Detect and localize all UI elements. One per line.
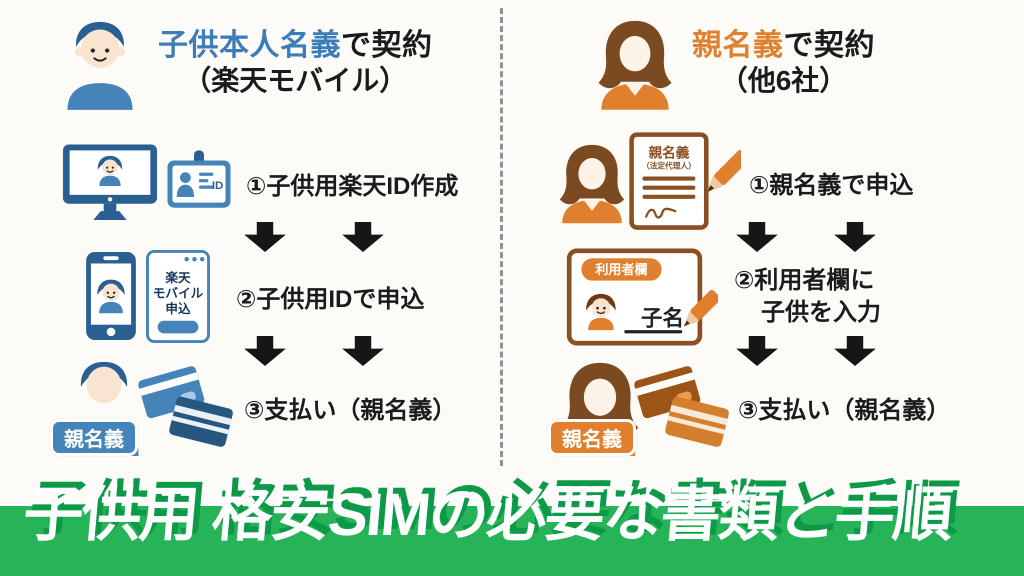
left-step3-row: 親名義 ③支払い（親名義） bbox=[50, 356, 457, 458]
right-step1-row: 親名義 （法定代理人） ①親名義で申込 bbox=[554, 126, 913, 238]
left-title-highlight: 子供本人名義 bbox=[158, 28, 341, 62]
credit-cards-icon bbox=[633, 365, 730, 448]
right-title: 親名義で契約 bbox=[692, 28, 875, 65]
left-title-suffix: で契約 bbox=[341, 28, 433, 62]
left-title: 子供本人名義で契約 bbox=[158, 28, 433, 65]
banner-band bbox=[0, 506, 1024, 576]
banner-title: 子供用 格安SIMの必要な書類と手順 bbox=[20, 481, 954, 548]
right-title-suffix: で契約 bbox=[783, 28, 875, 62]
monitor-icon bbox=[62, 144, 158, 221]
left-step1-label: ①子供用楽天ID作成 bbox=[246, 172, 459, 200]
right-step2-row: 利用者欄 子名 ②利用者欄に子供を入力 bbox=[566, 246, 881, 348]
pencil-icon bbox=[706, 149, 741, 193]
form-header-label: 利用者欄 bbox=[595, 262, 647, 277]
smartphone-icon bbox=[86, 252, 136, 340]
right-step2-line1: ②利用者欄に bbox=[734, 266, 875, 294]
contract-document-icon: 親名義 （法定代理人） bbox=[629, 132, 741, 230]
browser-text-line3: 申込 bbox=[165, 300, 191, 315]
browser-form-icon: 楽天 モバイル 申込 bbox=[146, 249, 210, 343]
pencil-icon bbox=[683, 289, 718, 327]
right-step2-label: ②利用者欄に子供を入力 bbox=[734, 265, 881, 330]
right-step2-line2: 子供を入力 bbox=[761, 299, 881, 326]
left-step1-row: ID ①子供用楽天ID作成 bbox=[60, 130, 458, 236]
form-name-value: 子名 bbox=[641, 305, 684, 330]
left-step2-row: 楽天 モバイル 申込 ②子供用IDで申込 bbox=[86, 248, 424, 344]
right-step3-row: 親名義 ③支払い（親名義） bbox=[548, 356, 951, 458]
right-subtitle: （他6社） bbox=[719, 65, 848, 97]
woman-avatar-icon bbox=[598, 20, 672, 110]
browser-text-line2: モバイル bbox=[153, 286, 204, 300]
woman-avatar-icon bbox=[559, 144, 625, 224]
parent-person-icon: 親名義 bbox=[50, 358, 152, 456]
document-subtitle: （法定代理人） bbox=[642, 160, 696, 170]
right-column-header: 親名義で契約 （他6社） bbox=[592, 16, 875, 110]
right-payer-badge: 親名義 bbox=[548, 419, 636, 456]
boy-avatar-icon bbox=[67, 21, 133, 110]
right-title-highlight: 親名義 bbox=[692, 28, 784, 62]
left-column-header: 子供本人名義で契約 （楽天モバイル） bbox=[56, 16, 433, 110]
column-divider bbox=[500, 8, 503, 466]
browser-text-line1: 楽天 bbox=[165, 269, 191, 284]
parent-person-icon: 親名義 bbox=[548, 358, 646, 456]
document-title: 親名義 bbox=[648, 144, 689, 160]
left-payer-badge: 親名義 bbox=[50, 419, 138, 456]
left-subtitle: （楽天モバイル） bbox=[183, 65, 408, 97]
user-field-form-icon: 利用者欄 子名 bbox=[566, 248, 718, 346]
right-step1-label: ①親名義で申込 bbox=[749, 171, 914, 199]
left-step3-label: ③支払い（親名義） bbox=[244, 396, 457, 424]
id-card-icon: ID bbox=[167, 150, 231, 208]
right-step3-label: ③支払い（親名義） bbox=[738, 396, 951, 424]
id-card-label: ID bbox=[212, 180, 223, 192]
left-step2-label: ②子供用IDで申込 bbox=[236, 285, 425, 313]
